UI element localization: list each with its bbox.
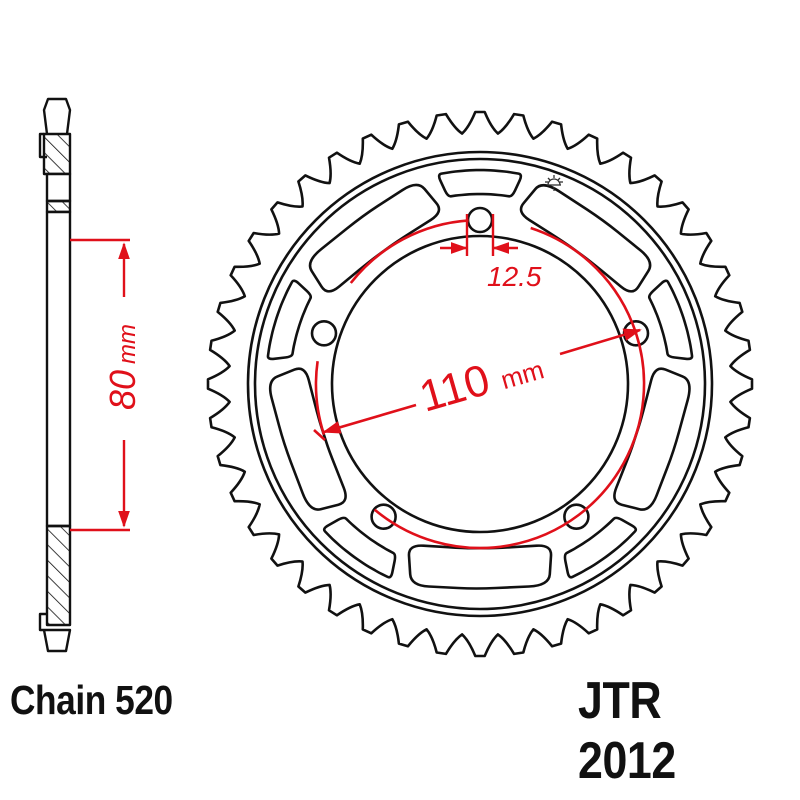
bolt-hole-dimension [440, 214, 518, 256]
sprocket-side-profile [38, 97, 72, 653]
sprocket-teeth-outline [206, 110, 754, 658]
lightening-window [268, 367, 347, 511]
lightening-window [407, 544, 553, 590]
bolt-hole [370, 503, 397, 531]
lightening-window [613, 367, 691, 511]
bolt-circle-arc-upper-left [349, 219, 469, 284]
chain-size-label: Chain 520 [10, 677, 173, 723]
sprocket-cutouts [266, 168, 694, 590]
profile-top-hatch [42, 132, 72, 176]
lightening-slot [266, 279, 313, 361]
sprocket-logo-icon [545, 175, 563, 191]
lightening-slot [322, 516, 397, 579]
sprocket-center-bore [330, 234, 630, 534]
profile-bottom-hatch [45, 524, 72, 627]
lightening-slot [647, 279, 694, 361]
bolt-circle-dimension [313, 219, 646, 550]
bolt-circle-arc-left [314, 361, 326, 436]
sprocket-inner-ring [253, 157, 707, 611]
profile-hub [45, 210, 72, 528]
sprocket-outer-ring [246, 150, 714, 618]
bolt-hole-value: 12.5 [487, 261, 542, 292]
hub-bore-value: 80mm [102, 324, 143, 410]
sprocket-front-view [206, 110, 754, 658]
bolt-circle-arc-main [373, 226, 646, 550]
profile-bore-step-top [45, 199, 72, 214]
profile-bottom-tooth [42, 628, 72, 653]
profile-top-tooth [42, 97, 72, 135]
lightening-window [519, 184, 652, 293]
bolt-hole [466, 206, 494, 234]
lightening-slot [437, 168, 523, 198]
lightening-window [308, 183, 441, 293]
lightening-slot [563, 516, 638, 579]
bolt-circle-value: 110mm [414, 340, 548, 422]
hub-bore-dimension [70, 238, 130, 532]
part-number-label: JTR 2012 [578, 672, 676, 790]
bolt-hole [563, 503, 590, 531]
bolt-hole [310, 319, 338, 347]
